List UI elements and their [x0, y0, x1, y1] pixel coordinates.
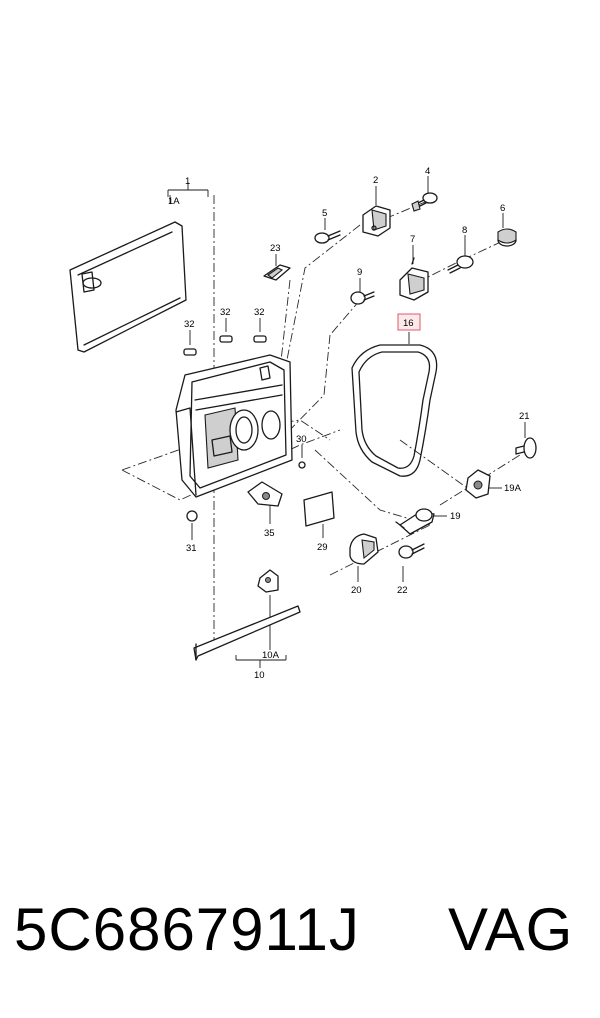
pin-21 — [515, 437, 537, 459]
callout-19: 19 — [450, 511, 461, 522]
callout-32-b: 32 — [220, 307, 231, 318]
callout-32-c: 32 — [254, 307, 265, 318]
callout-6: 6 — [500, 203, 505, 214]
callout-5: 5 — [322, 208, 327, 219]
callout-4: 4 — [425, 166, 430, 177]
callout-22: 22 — [397, 585, 408, 596]
bolt-5 — [314, 230, 341, 244]
callout-1: 1 — [185, 176, 190, 187]
callout-29: 29 — [317, 542, 328, 553]
callout-10: 10 — [254, 670, 265, 681]
door-outer-panel-1a — [69, 221, 187, 353]
callout-7: 7 — [410, 234, 415, 245]
clip-23 — [263, 264, 291, 281]
callout-labels: 1 1A 2 4 5 6 7 8 9 23 32 32 32 16 21 30 … — [168, 166, 530, 681]
sill-strip-10 — [193, 605, 301, 661]
callout-31: 31 — [186, 543, 197, 554]
callout-2: 2 — [373, 175, 378, 186]
callout-9: 9 — [357, 267, 362, 278]
bolt-22 — [398, 543, 425, 559]
check-strap-19 — [395, 508, 435, 535]
highlight-box-16 — [397, 313, 421, 331]
callout-8: 8 — [462, 225, 467, 236]
brand-name: VAG — [448, 896, 574, 963]
door-hinge-2 — [362, 205, 391, 237]
grommet-30 — [298, 461, 306, 469]
door-shell-1 — [175, 354, 293, 498]
callout-30: 30 — [296, 434, 307, 445]
bracket-35 — [247, 481, 283, 507]
callout-19a: 19A — [504, 483, 522, 494]
foil-29 — [303, 491, 335, 527]
callout-23: 23 — [270, 243, 281, 254]
callout-21: 21 — [519, 411, 530, 422]
part-number: 5C6867911J — [14, 896, 360, 963]
cover-20 — [349, 533, 379, 565]
door-hinge-7 — [399, 257, 429, 301]
lock-19a — [465, 469, 491, 499]
cap-6 — [497, 228, 517, 247]
plugs-32 — [183, 335, 267, 356]
callout-20: 20 — [351, 585, 362, 596]
callout-10a: 10A — [262, 650, 280, 661]
plug-31 — [186, 510, 198, 522]
callout-32-a: 32 — [184, 319, 195, 330]
leader-lines — [167, 176, 526, 668]
callout-16: 16 — [403, 318, 414, 329]
callout-35: 35 — [264, 528, 275, 539]
door-seal-16 — [351, 344, 438, 477]
clip-10a — [257, 569, 279, 593]
bolt-8 — [447, 255, 474, 274]
bolt-4 — [411, 192, 438, 212]
callout-1a: 1A — [168, 196, 180, 207]
bolt-9 — [350, 291, 375, 305]
